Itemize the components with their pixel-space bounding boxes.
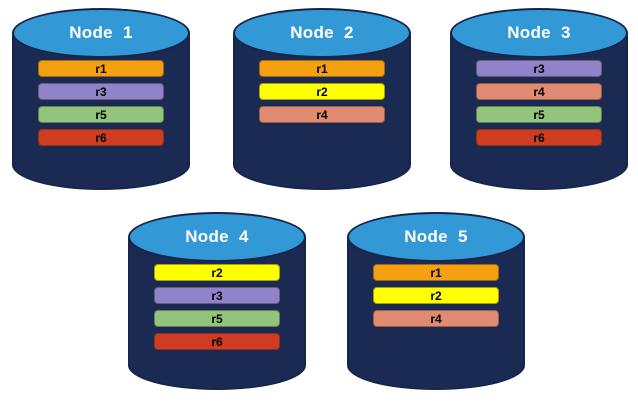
cylinder-top-icon bbox=[347, 212, 525, 262]
record-bar-r2[interactable]: r2 bbox=[153, 264, 281, 281]
record-bar-r1[interactable]: r1 bbox=[37, 60, 165, 77]
record-bar-r6[interactable]: r6 bbox=[475, 129, 603, 146]
record-list: r1 r2 r4 bbox=[347, 264, 525, 333]
record-bar-r6[interactable]: r6 bbox=[37, 129, 165, 146]
record-bar-r5[interactable]: r5 bbox=[475, 106, 603, 123]
record-bar-r5[interactable]: r5 bbox=[37, 106, 165, 123]
record-bar-r1[interactable]: r1 bbox=[372, 264, 500, 281]
record-bar-r2[interactable]: r2 bbox=[372, 287, 500, 304]
cylinder-top-icon bbox=[233, 8, 411, 58]
record-bar-r2[interactable]: r2 bbox=[258, 83, 386, 100]
record-bar-r3[interactable]: r3 bbox=[37, 83, 165, 100]
record-bar-r3[interactable]: r3 bbox=[153, 287, 281, 304]
record-bar-r3[interactable]: r3 bbox=[475, 60, 603, 77]
record-bar-r5[interactable]: r5 bbox=[153, 310, 281, 327]
record-bar-r4[interactable]: r4 bbox=[475, 83, 603, 100]
cylinder-top-icon bbox=[128, 212, 306, 262]
record-list: r1 r2 r4 bbox=[233, 60, 411, 129]
record-list: r1 r3 r5 r6 bbox=[12, 60, 190, 152]
record-bar-r6[interactable]: r6 bbox=[153, 333, 281, 350]
record-bar-r4[interactable]: r4 bbox=[258, 106, 386, 123]
record-list: r2 r3 r5 r6 bbox=[128, 264, 306, 356]
cylinder-top-icon bbox=[450, 8, 628, 58]
record-bar-r4[interactable]: r4 bbox=[372, 310, 500, 327]
record-bar-r1[interactable]: r1 bbox=[258, 60, 386, 77]
record-list: r3 r4 r5 r6 bbox=[450, 60, 628, 152]
cylinder-top-icon bbox=[12, 8, 190, 58]
